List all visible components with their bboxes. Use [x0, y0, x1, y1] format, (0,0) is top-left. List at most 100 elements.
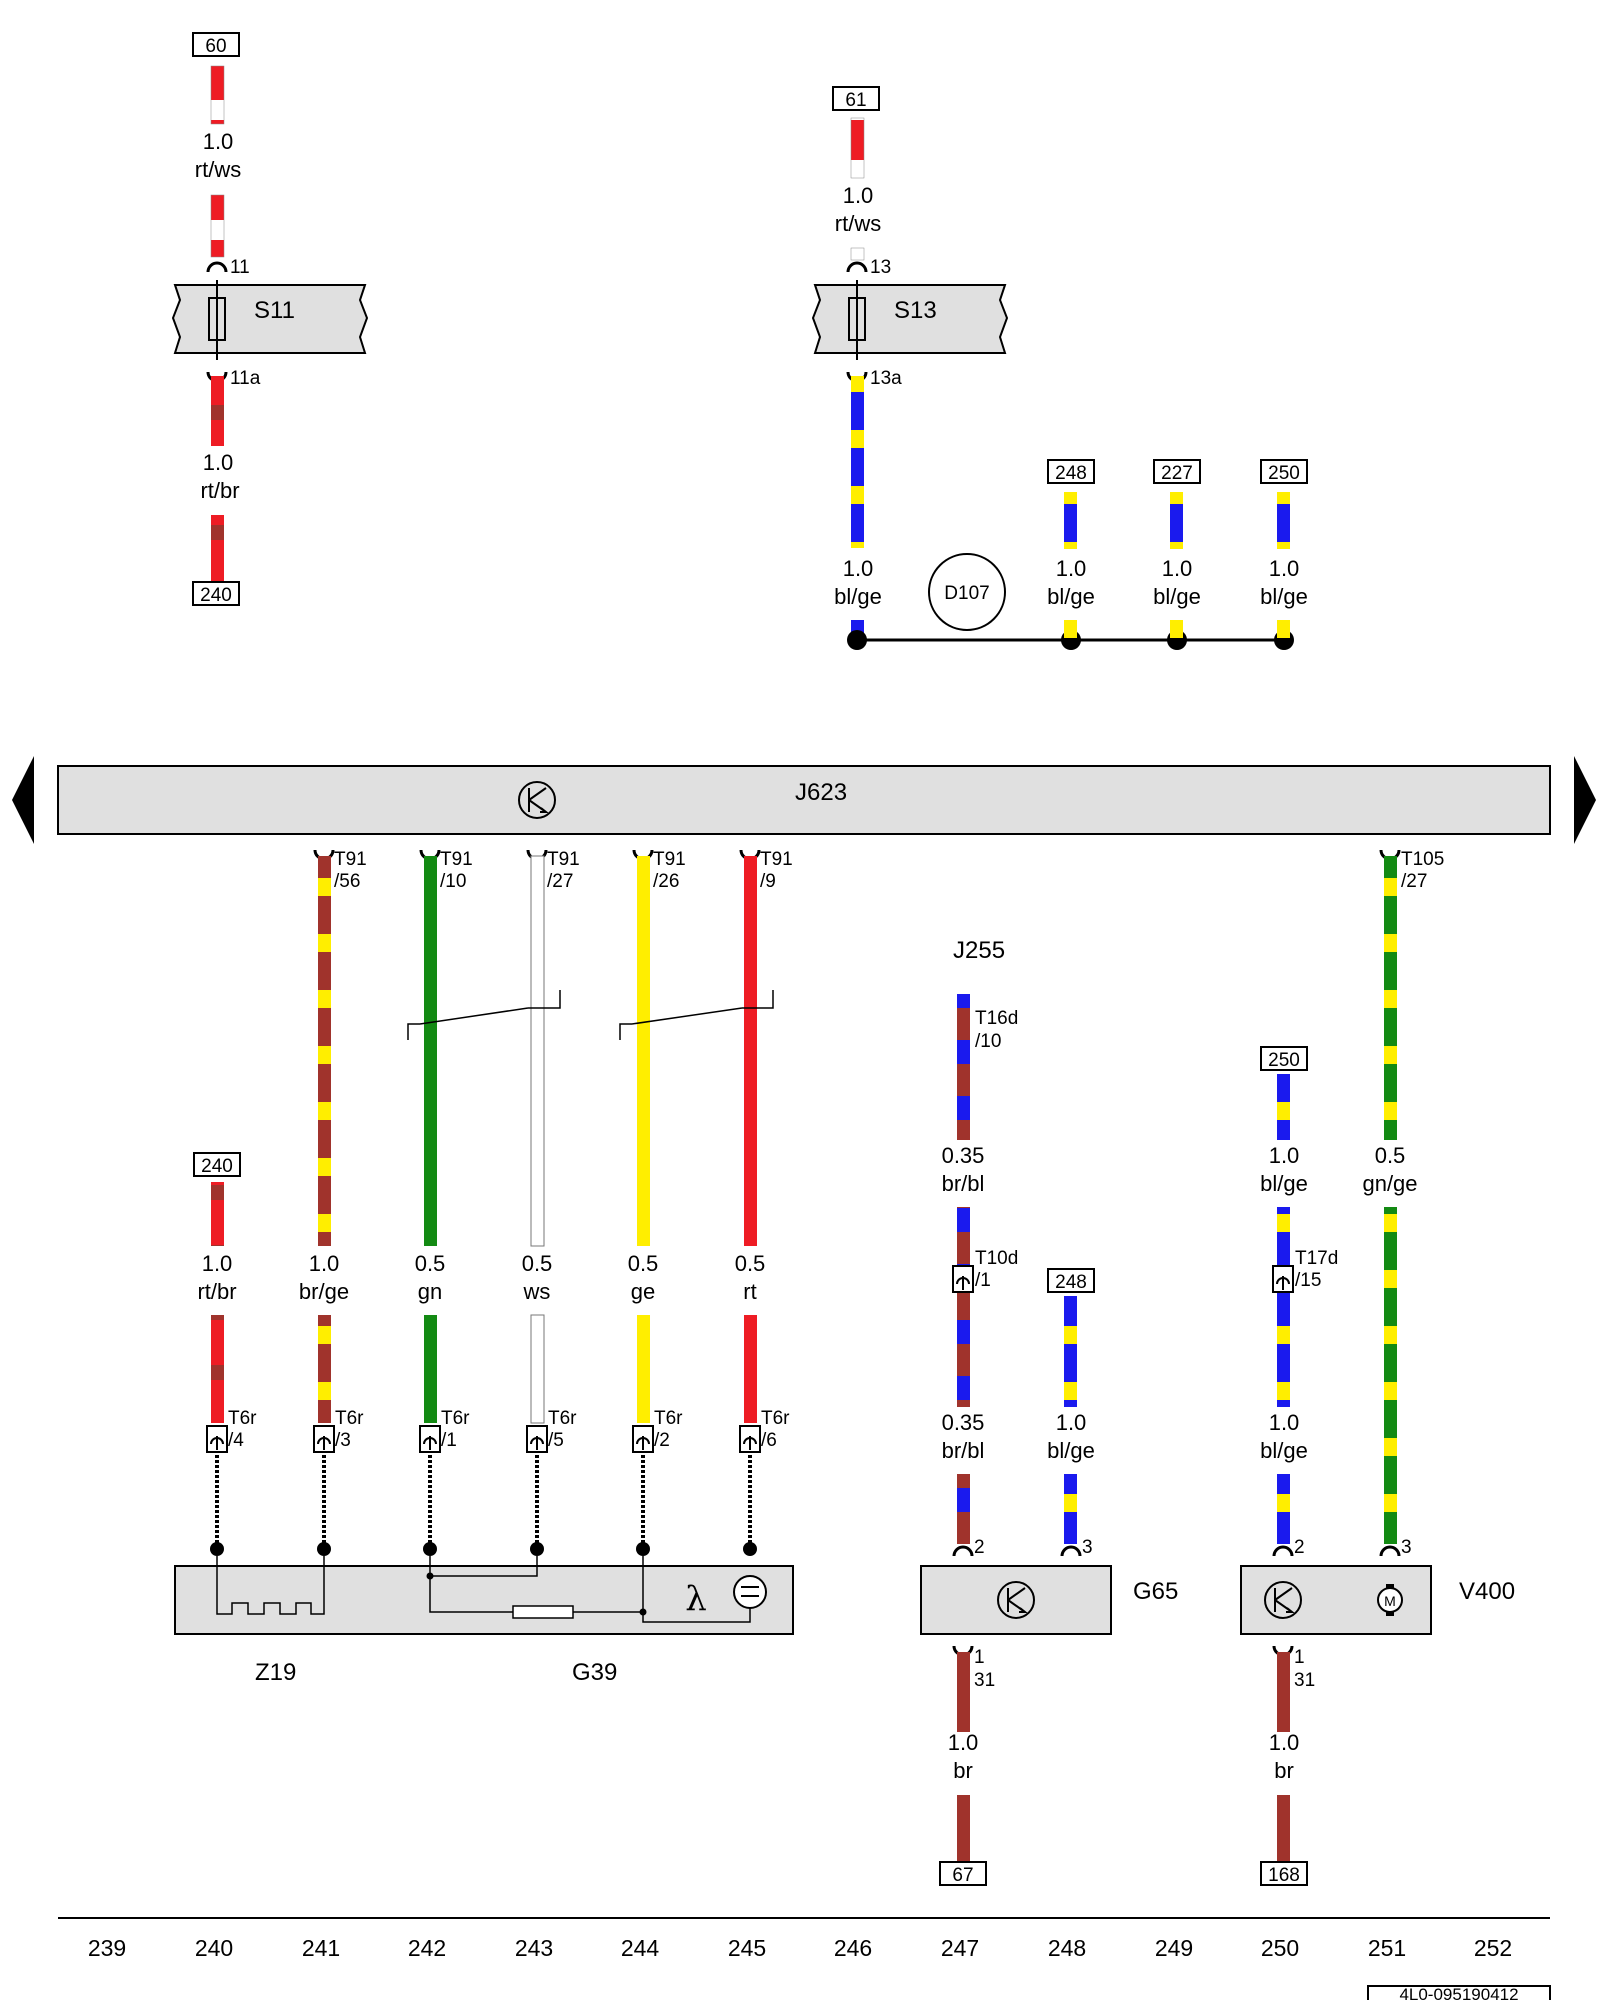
- t6r-2-pin: /2: [654, 1430, 670, 1451]
- twisted-pair-mark-gn-ws: [407, 990, 561, 1040]
- wire-d107-248: [1064, 492, 1077, 549]
- ref-box-240-bottom: [193, 1152, 241, 1177]
- wire-gn-ge-upper: [1384, 856, 1397, 1140]
- wire-s11-in-size: 1.0: [203, 129, 234, 154]
- page-next-arrow-icon[interactable]: [1574, 756, 1596, 844]
- wire-d107-227-size: 1.0: [1162, 556, 1193, 581]
- column-number: 251: [1368, 1935, 1406, 1961]
- ecu-j623-group: J623: [12, 756, 1596, 844]
- g65-group: J255 T16d /10 0.35 br/bl T10d /1 0.35 br…: [920, 937, 1178, 1886]
- motor-brush-top: [1386, 1584, 1394, 1589]
- pin-s13-out-label: 13a: [870, 368, 902, 389]
- column-number: 249: [1155, 1935, 1193, 1961]
- ref-box-60: [192, 32, 240, 57]
- wire-250-color-1: bl/ge: [1260, 1171, 1308, 1196]
- wire-rt-color: rt: [743, 1279, 756, 1304]
- wire-d107-227: [1170, 492, 1183, 549]
- wire-gn-size: 0.5: [415, 1251, 446, 1276]
- lead-node: [317, 1542, 331, 1556]
- pin-t91-27-label: T91: [547, 849, 580, 870]
- wire-ge-color: ge: [631, 1279, 655, 1304]
- wire-d107-250-color: bl/ge: [1260, 584, 1308, 609]
- wire-248-size: 1.0: [1056, 1410, 1087, 1435]
- fuse-s11-label: S11: [254, 297, 295, 324]
- ref-box-67: [939, 1861, 987, 1886]
- ecu-j623-body: [57, 765, 1551, 835]
- pin-t91-26-label: T91: [653, 849, 686, 870]
- ref-box-168: [1260, 1861, 1308, 1886]
- pin-v400-2-icon: [1272, 1545, 1294, 1557]
- column-number: 250: [1261, 1935, 1299, 1961]
- wire-j255-size-1: 0.35: [942, 1143, 985, 1168]
- wire-250-size-2: 1.0: [1269, 1410, 1300, 1435]
- column-number: 243: [515, 1935, 553, 1961]
- motor-brush-bottom: [1386, 1611, 1394, 1616]
- pin-v400-2-label: 2: [1294, 1537, 1305, 1558]
- wire-d107-227-stub: [1170, 620, 1183, 638]
- twisted-pair-mark-ge-rt: [619, 990, 774, 1040]
- wire-br-ge-size: 1.0: [309, 1251, 340, 1276]
- ref-248-bottom-label: 248: [1055, 1272, 1087, 1293]
- t6r-3-label: T6r: [335, 1408, 364, 1429]
- v400-group: 250 1.0 bl/ge T17d /15 1.0 bl/ge T105 /2…: [1240, 849, 1515, 1886]
- pin-t91-10-sub: /10: [440, 871, 466, 892]
- wire-rt-br-240-upper: [211, 1182, 224, 1246]
- wire-j255-size-2: 0.35: [942, 1410, 985, 1435]
- pin-t91-26-sub: /26: [653, 871, 679, 892]
- pin-s11-in-label: 11: [230, 257, 250, 278]
- t6r-pin-6-arrow: [743, 1436, 757, 1450]
- wire-rt-br-240-lower: [211, 1315, 224, 1423]
- t6r-1-pin: /1: [441, 1430, 457, 1451]
- pin-g65-1-label: 1: [974, 1647, 985, 1668]
- wire-s13-in-color: rt/ws: [835, 211, 881, 236]
- t6r-pin-3-arrow: [317, 1436, 331, 1450]
- document-id: 4L0-095190412: [1399, 1985, 1518, 2000]
- pin-t105-sub: /27: [1401, 871, 1427, 892]
- transistor-icon: [518, 781, 556, 819]
- wire-gn-lower: [424, 1315, 437, 1423]
- t6r-pins: [206, 1425, 761, 1453]
- wire-g65-ground-upper: [957, 1652, 970, 1732]
- wire-s13-out: [851, 376, 864, 548]
- transistor-icon-inner: [1274, 1587, 1295, 1613]
- column-number: 244: [621, 1935, 660, 1961]
- ecu-j623-label: J623: [795, 779, 847, 806]
- transistor-icon-inner: [528, 787, 549, 813]
- splice-node: [847, 630, 867, 650]
- control-unit-j255-label: J255: [953, 937, 1005, 964]
- wire-s11-in-lower: [210, 194, 225, 258]
- document-id-frame: [1367, 1985, 1551, 2000]
- ref-box-250-top: [1260, 459, 1308, 484]
- lambda-sensor-group: λ Z19 G39: [174, 1556, 794, 1686]
- ground-g65-label: 31: [974, 1670, 995, 1691]
- t10d-label: T10d: [975, 1248, 1018, 1269]
- pin-v400-3-icon: [1379, 1545, 1401, 1557]
- fuse-s11-body: [171, 284, 369, 354]
- heater-element-icon: [216, 1556, 325, 1615]
- wire-250-size-1: 1.0: [1269, 1143, 1300, 1168]
- fuse-s11-group: 60 1.0 rt/ws 11 S11 11a 1.0 rt/br 240: [171, 32, 369, 606]
- t17d-pin-arrow: [1276, 1276, 1290, 1290]
- ref-box-240-top: [192, 581, 240, 606]
- sensor-g65-body: [920, 1565, 1112, 1635]
- wire-gn-ge-size: 0.5: [1375, 1143, 1406, 1168]
- wire-250-middle: [1277, 1207, 1290, 1407]
- t6r-5-label: T6r: [548, 1408, 577, 1429]
- pin-s11-out-label: 11a: [230, 368, 261, 389]
- column-number: 248: [1048, 1935, 1086, 1961]
- wire-s13-out-size: 1.0: [843, 556, 874, 581]
- wire-g65-ground-color: br: [953, 1758, 973, 1783]
- sensor-cell-icon: [733, 1575, 767, 1609]
- wire-rt-lower: [744, 1315, 757, 1423]
- wire-br-ge-upper: [318, 856, 331, 1246]
- column-number: 241: [302, 1935, 340, 1961]
- lead-node: [210, 1542, 224, 1556]
- page-prev-arrow-icon[interactable]: [12, 756, 34, 844]
- ref-240-bottom-label: 240: [201, 1156, 233, 1177]
- t16d-pin: /10: [975, 1031, 1001, 1052]
- pin-s13-in-label: 13: [870, 257, 891, 278]
- t10d-pin: /1: [975, 1270, 991, 1291]
- wire-250-upper: [1277, 1074, 1290, 1140]
- ref-box-248-top: [1047, 459, 1095, 484]
